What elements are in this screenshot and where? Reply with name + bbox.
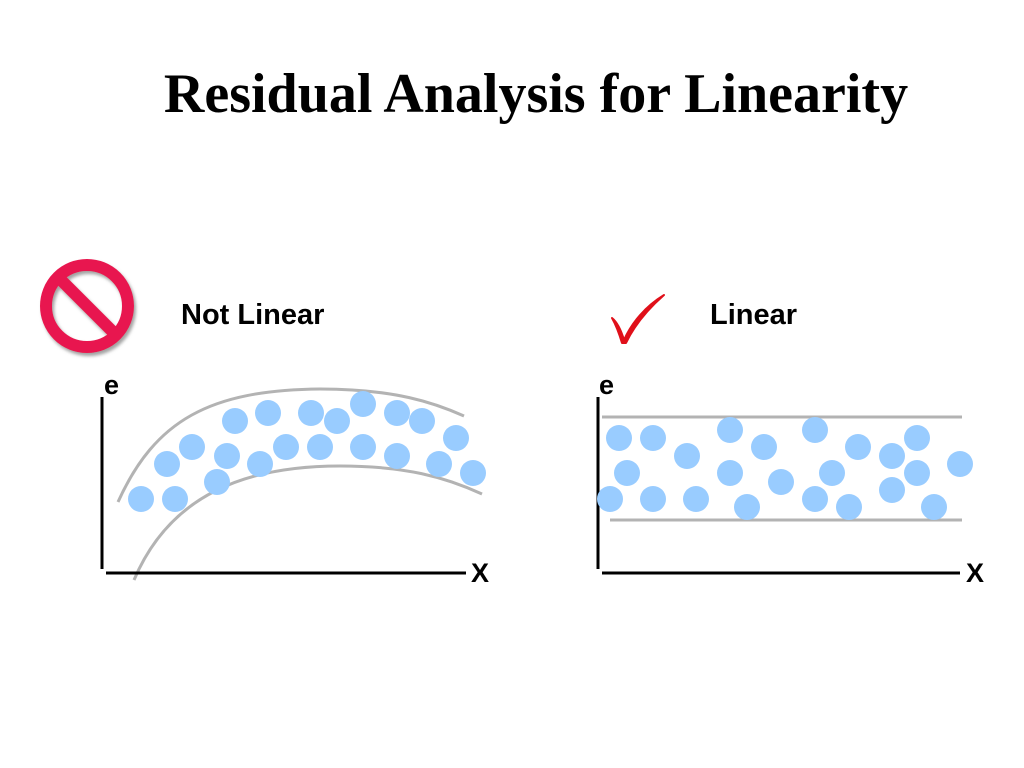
point	[426, 451, 452, 477]
left-band-upper-curve	[116, 387, 465, 503]
point	[204, 469, 230, 495]
point	[879, 443, 905, 469]
left-x-axis-label: X	[471, 558, 490, 588]
right-x-axis-label: X	[966, 558, 985, 588]
point	[751, 434, 777, 460]
point	[154, 451, 180, 477]
point	[460, 460, 486, 486]
linear-label: Linear	[710, 299, 798, 331]
point	[819, 460, 845, 486]
point	[802, 486, 828, 512]
right-residual-points	[597, 417, 973, 520]
right-axes	[596, 397, 960, 575]
point	[128, 486, 154, 512]
point	[273, 434, 299, 460]
point	[921, 494, 947, 520]
point	[350, 391, 376, 417]
point	[222, 408, 248, 434]
point	[640, 425, 666, 451]
point	[734, 494, 760, 520]
left-residual-points	[128, 391, 486, 512]
right-y-axis-label: e	[599, 370, 615, 400]
point	[409, 408, 435, 434]
point	[307, 434, 333, 460]
left-band-lower-curve	[132, 464, 483, 581]
point	[597, 486, 623, 512]
point	[614, 460, 640, 486]
point	[904, 460, 930, 486]
not-linear-label: Not Linear	[181, 299, 325, 331]
point	[606, 425, 632, 451]
point	[255, 400, 281, 426]
point	[879, 477, 905, 503]
point	[947, 451, 973, 477]
checkmark-icon	[611, 294, 665, 344]
point	[214, 443, 240, 469]
point	[674, 443, 700, 469]
point	[904, 425, 930, 451]
point	[443, 425, 469, 451]
point	[350, 434, 376, 460]
point	[717, 460, 743, 486]
left-axes	[100, 397, 466, 575]
left-y-axis-label: e	[104, 370, 120, 400]
prohibited-icon	[40, 259, 134, 353]
point	[768, 469, 794, 495]
left-curved-band	[116, 387, 483, 581]
point	[717, 417, 743, 443]
point	[845, 434, 871, 460]
point	[384, 400, 410, 426]
point	[384, 443, 410, 469]
right-flat-band	[602, 415, 962, 522]
point	[324, 408, 350, 434]
point	[683, 486, 709, 512]
point	[640, 486, 666, 512]
point	[836, 494, 862, 520]
point	[247, 451, 273, 477]
point	[179, 434, 205, 460]
page-title: Residual Analysis for Linearity	[163, 63, 909, 125]
point	[162, 486, 188, 512]
point	[802, 417, 828, 443]
point	[298, 400, 324, 426]
